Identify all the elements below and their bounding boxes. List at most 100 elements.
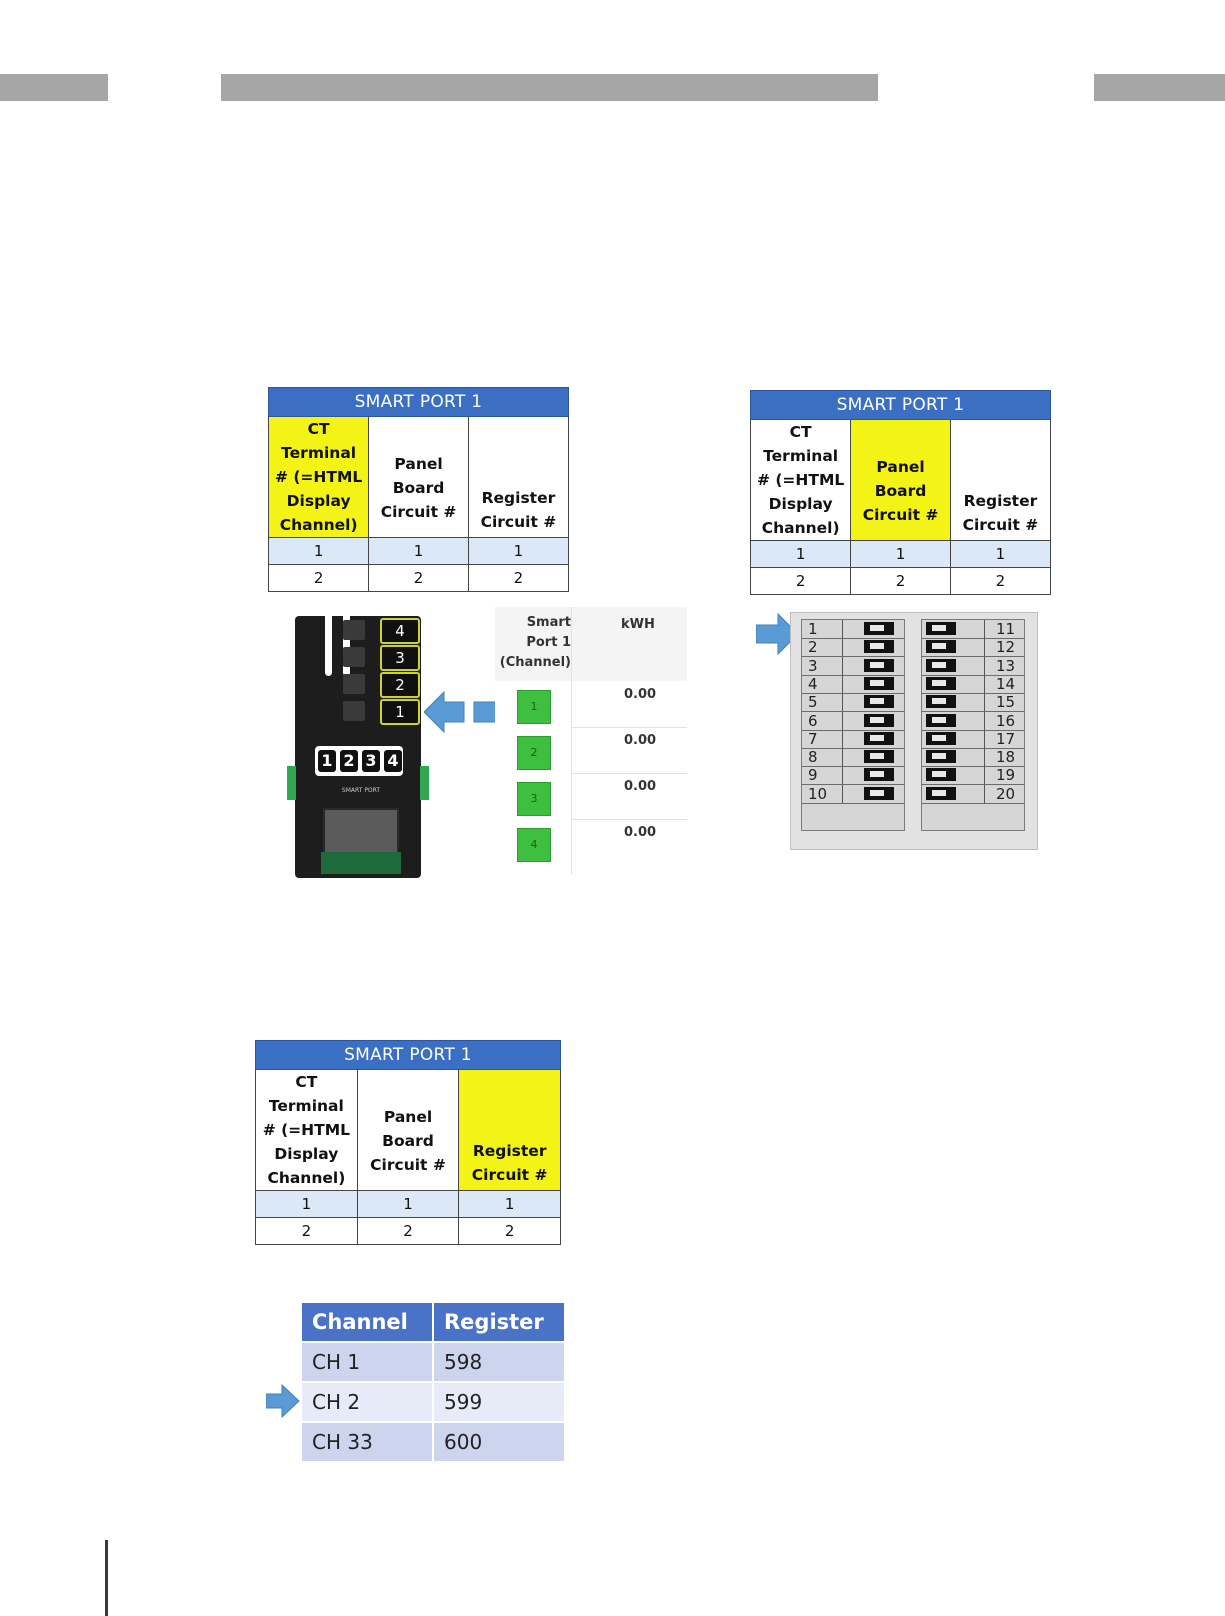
cell: CH 33 [300,1421,434,1463]
cell: 599 [432,1381,566,1423]
breaker-number: 16 [996,711,1016,730]
breaker-switch-icon[interactable] [926,676,956,690]
breaker-switch-icon[interactable] [926,768,956,782]
header-bar-center [221,74,878,101]
port-number: 2 [340,750,358,772]
terminal-pins [343,647,365,667]
header-bar-left [0,74,108,101]
channel-box[interactable]: 2 [517,736,551,770]
header-kwh: kWH [621,617,655,632]
cell: 2 [255,1217,358,1245]
breaker-switch-icon[interactable] [926,695,956,709]
smart-port-table-panel-highlight: SMART PORT 1 CT Terminal# (=HTML Display… [749,390,1052,595]
kwh-value: 0.00 [624,825,657,840]
cell: 598 [432,1341,566,1383]
breaker-row: 10 [802,784,904,804]
breaker-switch-icon[interactable] [864,750,894,764]
breaker-row: 1 [802,620,904,639]
device-slot [343,616,350,676]
breaker-switch-icon[interactable] [864,622,894,635]
cell: 2 [949,567,1052,595]
breaker-switch-icon[interactable] [864,676,894,690]
breaker-switch-icon[interactable] [926,640,956,654]
cell: 1 [356,1190,460,1218]
header-bar-right [1094,74,1225,101]
breaker-switch-icon[interactable] [926,750,956,764]
breaker-switch-icon[interactable] [864,695,894,709]
breaker-number: 4 [808,674,818,693]
breaker-number: 18 [996,748,1016,767]
channel-box[interactable]: 3 [517,782,551,816]
page-margin-rule [105,1540,108,1616]
device-slot [325,616,332,676]
port-number: 3 [362,750,380,772]
breaker-number: 20 [996,784,1016,803]
smart-port-table-ct-highlight: SMART PORT 1 CT Terminal# (=HTML Display… [267,387,570,592]
breaker-row: 5 [802,693,904,713]
breaker-row: 18 [922,748,1024,768]
device-clip [420,766,429,800]
breaker-switch-icon[interactable] [926,622,956,635]
breaker-row: 8 [802,748,904,768]
cell: 2 [368,564,469,592]
breaker-row: 4 [802,674,904,694]
breaker-row: 16 [922,711,1024,731]
breaker-row: 12 [922,638,1024,658]
breaker-switch-icon[interactable] [864,713,894,727]
breaker-switch-icon[interactable] [926,658,956,672]
breaker-row: 14 [922,674,1024,694]
breaker-switch-icon[interactable] [926,731,956,745]
header-channel: Channel [300,1301,434,1343]
rj-port [321,808,401,874]
breaker-switch-icon[interactable] [926,786,956,800]
device-clip [287,766,296,800]
breaker-switch-icon[interactable] [864,786,894,800]
terminal-pins [343,701,365,721]
port-number: 1 [318,750,336,772]
cell: 2 [467,564,570,592]
channel-register-table: Channel Register CH 1 598 CH 2 599 CH 33… [300,1301,566,1463]
breaker-row: 6 [802,711,904,731]
cell: 1 [850,540,951,568]
breaker-number: 11 [996,620,1016,638]
terminal-label: 2 [380,672,420,698]
breaker-number: 12 [996,638,1016,657]
cell: 1 [255,1190,358,1218]
cell: 1 [749,540,852,568]
table-title: SMART PORT 1 [255,1040,561,1070]
breaker-number: 2 [808,638,818,657]
breaker-switch-icon[interactable] [864,640,894,654]
breaker-number: 19 [996,766,1016,785]
breaker-switch-icon[interactable] [864,658,894,672]
breaker-number: 17 [996,729,1016,748]
breaker-number: 7 [808,729,818,748]
breaker-row: 2 [802,638,904,658]
breaker-switch-icon[interactable] [864,731,894,745]
cell: 2 [850,567,951,595]
channel-panel-header [495,607,687,681]
breaker-row: 17 [922,729,1024,749]
smart-port-table-register-highlight: SMART PORT 1 CT Terminal# (=HTML Display… [255,1040,561,1245]
cell: 1 [467,537,570,565]
channel-box[interactable]: 1 [517,690,551,724]
breaker-row: 20 [922,784,1024,804]
cell: 1 [458,1190,561,1218]
breaker-row: 13 [922,656,1024,676]
cell: CH 2 [300,1381,434,1423]
breaker-row: 7 [802,729,904,749]
kwh-value: 0.00 [624,687,657,702]
terminal-label: 4 [380,618,420,644]
cell: 2 [356,1217,460,1245]
breaker-switch-icon[interactable] [926,713,956,727]
breaker-number: 8 [808,748,818,767]
breaker-number: 10 [808,784,828,803]
channel-box[interactable]: 4 [517,828,551,862]
breaker-switch-icon[interactable] [864,768,894,782]
terminal-label: 3 [380,645,420,671]
